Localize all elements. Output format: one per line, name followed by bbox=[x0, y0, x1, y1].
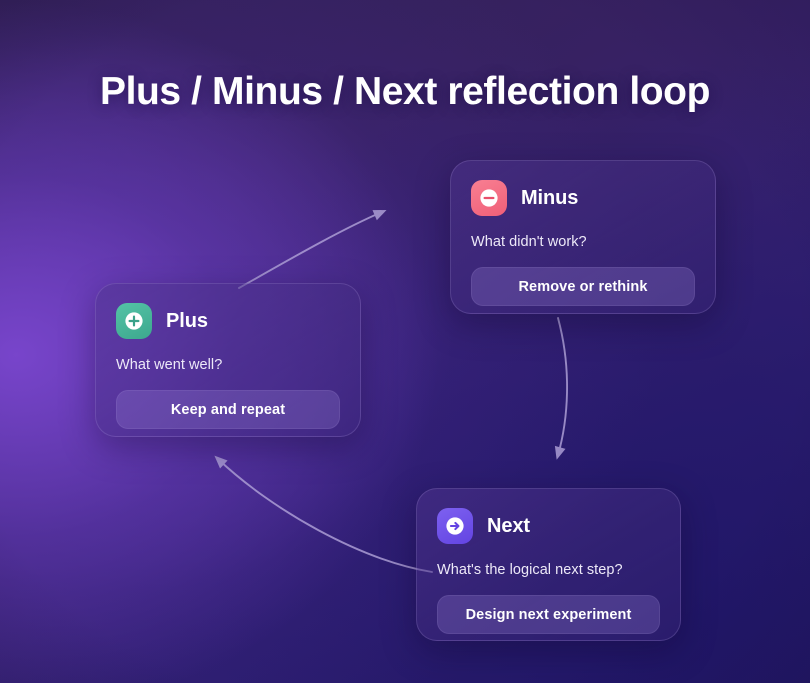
card-plus[interactable]: Plus What went well? Keep and repeat bbox=[95, 283, 361, 437]
card-minus-action-button[interactable]: Remove or rethink bbox=[471, 267, 695, 306]
card-plus-header: Plus bbox=[116, 303, 340, 339]
card-next-action-button[interactable]: Design next experiment bbox=[437, 595, 660, 634]
card-minus-question: What didn't work? bbox=[471, 234, 587, 250]
card-next-question: What's the logical next step? bbox=[437, 562, 623, 578]
card-next[interactable]: Next What's the logical next step? Desig… bbox=[416, 488, 681, 641]
card-plus-action-button[interactable]: Keep and repeat bbox=[116, 390, 340, 429]
card-next-title: Next bbox=[487, 514, 530, 537]
card-next-header: Next bbox=[437, 508, 660, 544]
card-minus-header: Minus bbox=[471, 180, 695, 216]
page-title: Plus / Minus / Next reflection loop bbox=[99, 70, 711, 113]
plus-circle-icon bbox=[116, 303, 152, 339]
card-minus-title: Minus bbox=[521, 186, 579, 209]
card-plus-title: Plus bbox=[166, 309, 208, 332]
card-minus[interactable]: Minus What didn't work? Remove or rethin… bbox=[450, 160, 716, 314]
card-plus-question: What went well? bbox=[116, 357, 223, 373]
minus-circle-icon bbox=[471, 180, 507, 216]
arrow-right-circle-icon bbox=[437, 508, 473, 544]
